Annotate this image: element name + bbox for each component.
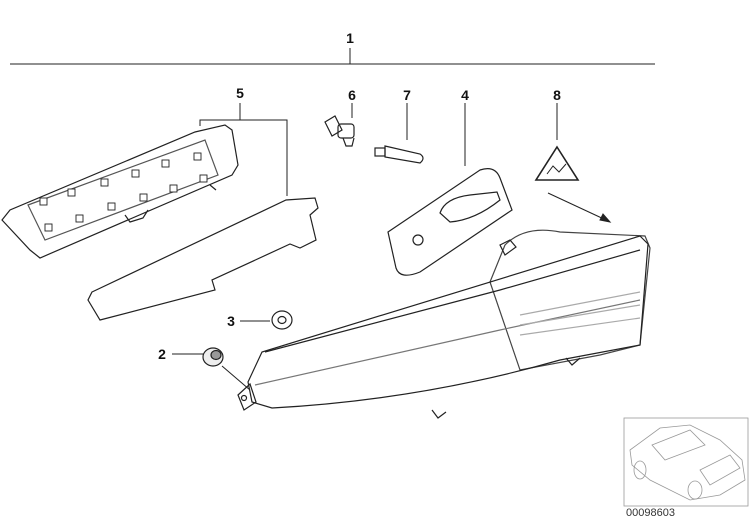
vehicle-thumbnail	[623, 417, 749, 507]
callout-4[interactable]: 4	[461, 87, 469, 103]
part-8-warning-label[interactable]	[534, 145, 580, 181]
part-5-led-board[interactable]	[1, 124, 239, 259]
part-6-socket[interactable]	[324, 115, 355, 147]
callout-5[interactable]: 5	[236, 85, 244, 101]
part-5-seal[interactable]	[87, 197, 319, 321]
callout-3[interactable]: 3	[227, 313, 235, 329]
arrow-line-8	[547, 192, 607, 221]
callout-7[interactable]: 7	[403, 87, 411, 103]
leader-line-5	[199, 119, 288, 196]
part-7-bulb[interactable]	[374, 145, 424, 164]
part-3-washer[interactable]	[271, 310, 293, 330]
diagram-code: 00098603	[626, 507, 675, 519]
part-2-grommet[interactable]	[202, 347, 224, 367]
part-1-tail-light[interactable]	[237, 229, 651, 419]
callout-8[interactable]: 8	[553, 87, 561, 103]
callout-6[interactable]: 6	[348, 87, 356, 103]
leader-lines	[10, 48, 655, 391]
callout-1[interactable]: 1	[346, 30, 354, 46]
part-4-gasket[interactable]	[387, 168, 513, 276]
callout-2[interactable]: 2	[158, 346, 166, 362]
